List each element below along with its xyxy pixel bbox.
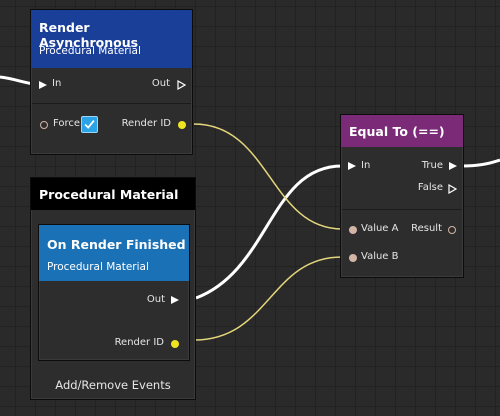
equal-false-row: False (341, 179, 463, 199)
false-exec-pin-icon[interactable] (448, 184, 457, 194)
in-exec-pin-icon[interactable] (39, 81, 47, 89)
event-out-label: Out (146, 294, 165, 305)
result-pin-icon[interactable] (448, 226, 456, 234)
render-asynchronous-node[interactable]: Render Asynchronous Procedural Material … (30, 9, 193, 155)
event-node-header[interactable]: On Render Finished Procedural Material (39, 225, 189, 281)
value-b-row: Value B (341, 248, 463, 268)
render-exec-row: In Out (31, 75, 192, 95)
exec-wire-true-out[interactable] (461, 158, 500, 168)
value-a-label: Value A (361, 223, 399, 234)
true-label: True (421, 160, 443, 171)
group-title: Procedural Material (39, 187, 179, 202)
false-label: False (417, 182, 443, 193)
event-data-row: Render ID (39, 334, 189, 354)
force-checkbox[interactable] (81, 116, 98, 133)
equal-to-node[interactable]: Equal To (==) In True False Value A Resu… (340, 114, 464, 278)
render-node-subtitle: Procedural Material (39, 45, 141, 57)
equal-node-divider (342, 209, 462, 210)
render-node-header[interactable]: Render Asynchronous Procedural Material (31, 10, 192, 68)
add-remove-events-button[interactable]: Add/Remove Events (55, 378, 171, 392)
data-wire-render-id-to-value-b[interactable] (193, 256, 343, 341)
render-data-row: Force Render ID (31, 115, 192, 135)
equal-in-label: In (361, 160, 371, 171)
event-render-id-pin-icon[interactable] (171, 340, 179, 348)
value-b-label: Value B (361, 251, 399, 262)
event-exec-row: Out (39, 291, 189, 311)
value-a-pin-icon[interactable] (349, 226, 357, 234)
out-exec-pin-icon[interactable] (177, 80, 186, 90)
in-label: In (52, 78, 62, 89)
true-exec-pin-icon[interactable] (449, 162, 457, 170)
group-header[interactable]: Procedural Material (31, 178, 195, 210)
event-render-id-label: Render ID (114, 337, 164, 348)
render-id-label: Render ID (121, 118, 171, 129)
data-wire-render-id-to-value-a[interactable] (193, 123, 343, 230)
exec-wire-out-to-equal-in[interactable] (195, 164, 343, 300)
render-id-pin-icon[interactable] (178, 121, 186, 129)
event-out-exec-pin-icon[interactable] (171, 296, 179, 304)
render-node-divider (32, 103, 191, 104)
event-node-subtitle: Procedural Material (47, 261, 149, 273)
equal-in-row: In True (341, 157, 463, 177)
checkmark-icon (84, 119, 95, 129)
on-render-finished-node[interactable]: On Render Finished Procedural Material O… (38, 224, 190, 361)
force-label: Force (53, 118, 81, 129)
event-node-title: On Render Finished (47, 237, 186, 252)
equal-node-header[interactable]: Equal To (==) (341, 115, 463, 147)
render-node-title: Render Asynchronous (39, 20, 139, 50)
equal-in-exec-pin-icon[interactable] (348, 162, 356, 170)
result-label: Result (411, 223, 442, 234)
value-b-pin-icon[interactable] (349, 254, 357, 262)
force-pin-icon[interactable] (40, 121, 48, 129)
equal-node-title: Equal To (==) (349, 124, 445, 139)
procedural-material-group[interactable]: Procedural Material On Render Finished P… (30, 177, 196, 400)
out-label: Out (151, 78, 170, 89)
value-a-row: Value A Result (341, 220, 463, 240)
